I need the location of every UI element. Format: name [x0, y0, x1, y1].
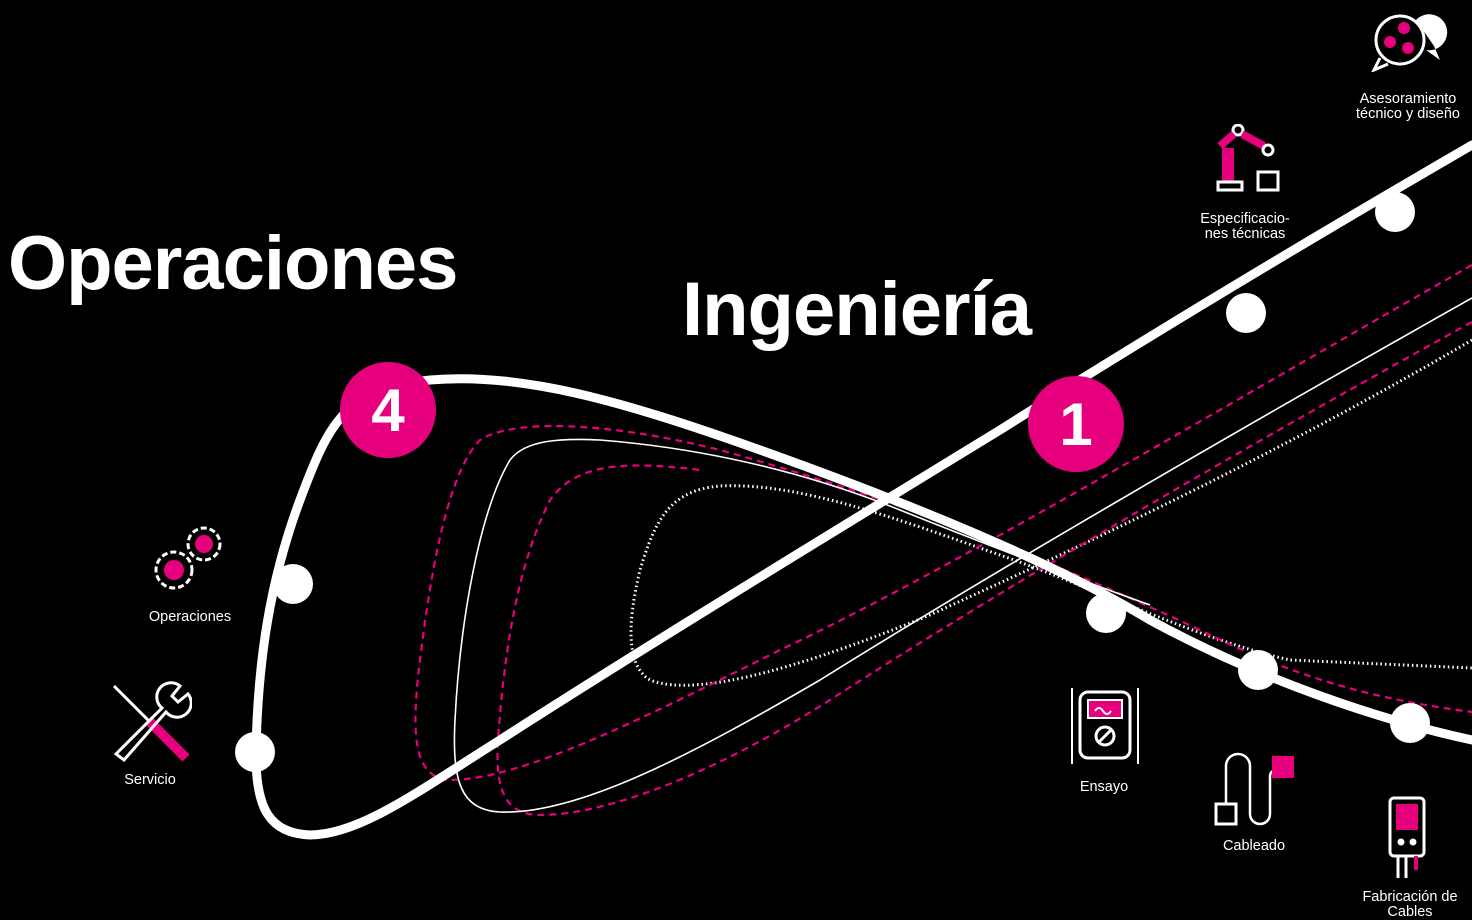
tools-icon: [108, 680, 193, 764]
gears-icon: [146, 520, 232, 596]
heading-operaciones: Operaciones: [8, 221, 458, 306]
stage-label-operaciones: Operaciones: [148, 609, 232, 625]
cable-icon: [1212, 746, 1296, 830]
node-dot-fabricacion: [1390, 703, 1430, 743]
node-dot-especificaciones: [1226, 293, 1266, 333]
connector-icon: [1386, 794, 1432, 880]
inner-dotted-loop: [629, 338, 1472, 687]
stage-label-ensayo: Ensayo: [1079, 779, 1129, 795]
stage-badge-1: 1: [1028, 376, 1124, 472]
chat-gears-icon: [1366, 12, 1450, 73]
multimeter-icon: [1068, 684, 1142, 768]
stage-label-asesoramiento: Asesoramiento técnico y diseño: [1356, 91, 1460, 122]
node-dot-ensayo: [1086, 593, 1126, 633]
node-dot-asesoramiento: [1375, 192, 1415, 232]
thin-white-loop: [453, 297, 1472, 813]
stage-badge-4: 4: [340, 362, 436, 458]
main-flow-line: [251, 140, 1472, 840]
stage-label-cableado: Cableado: [1222, 838, 1286, 854]
stage-label-especificaciones: Especificacio- nes técnicas: [1200, 211, 1290, 242]
stage-label-servicio: Servicio: [124, 772, 176, 788]
robot-arm-icon: [1214, 123, 1280, 194]
heading-ingenieria: Ingeniería: [682, 267, 1032, 352]
node-dot-operaciones: [273, 564, 313, 604]
stage-label-fabricacion: Fabricación de Cables: [1362, 889, 1458, 920]
magenta-dashed-loop-outer: [414, 264, 1472, 782]
node-dot-cableado: [1238, 650, 1278, 690]
node-dot-servicio: [235, 732, 275, 772]
magenta-dashed-loop-inner: [496, 321, 1472, 817]
